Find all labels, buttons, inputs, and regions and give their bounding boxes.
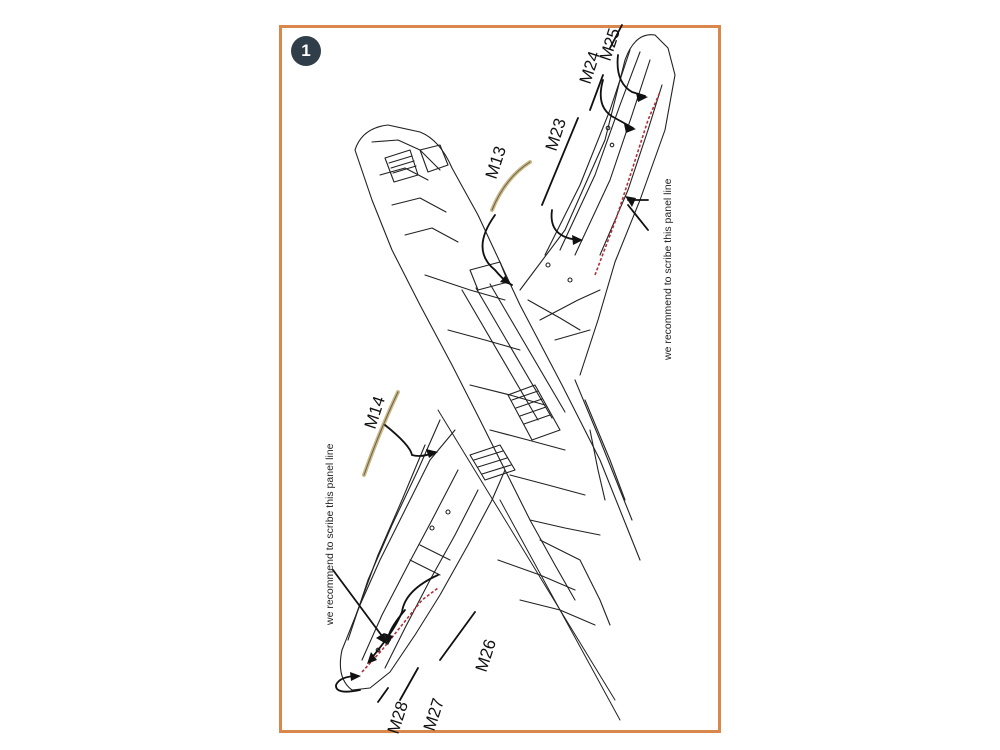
right-wing <box>519 34 676 376</box>
instruction-frame <box>279 25 721 733</box>
part-m23-shape <box>541 117 579 206</box>
scribe-note-left: we recommend to scribe this panel line <box>324 443 336 626</box>
part-m24-shape <box>589 74 604 111</box>
fuselage <box>354 124 641 626</box>
scribe-lines <box>361 91 661 673</box>
part-m26-shape <box>439 611 476 661</box>
label-m25: M25 <box>596 26 624 63</box>
part-m27-shape <box>399 667 419 701</box>
scribe-note-right: we recommend to scribe this panel line <box>662 178 674 361</box>
scribe-line-left <box>361 587 439 673</box>
arrow-heads <box>350 93 648 681</box>
label-m13: M13 <box>482 144 510 181</box>
scribe-line-right <box>594 91 661 276</box>
step-number-badge: 1 <box>291 36 321 66</box>
label-m27: M27 <box>420 696 448 733</box>
label-m28: M28 <box>384 699 412 736</box>
part-m25-shape <box>609 24 623 49</box>
part-m28-shape <box>377 687 389 703</box>
label-m26: M26 <box>472 637 500 674</box>
